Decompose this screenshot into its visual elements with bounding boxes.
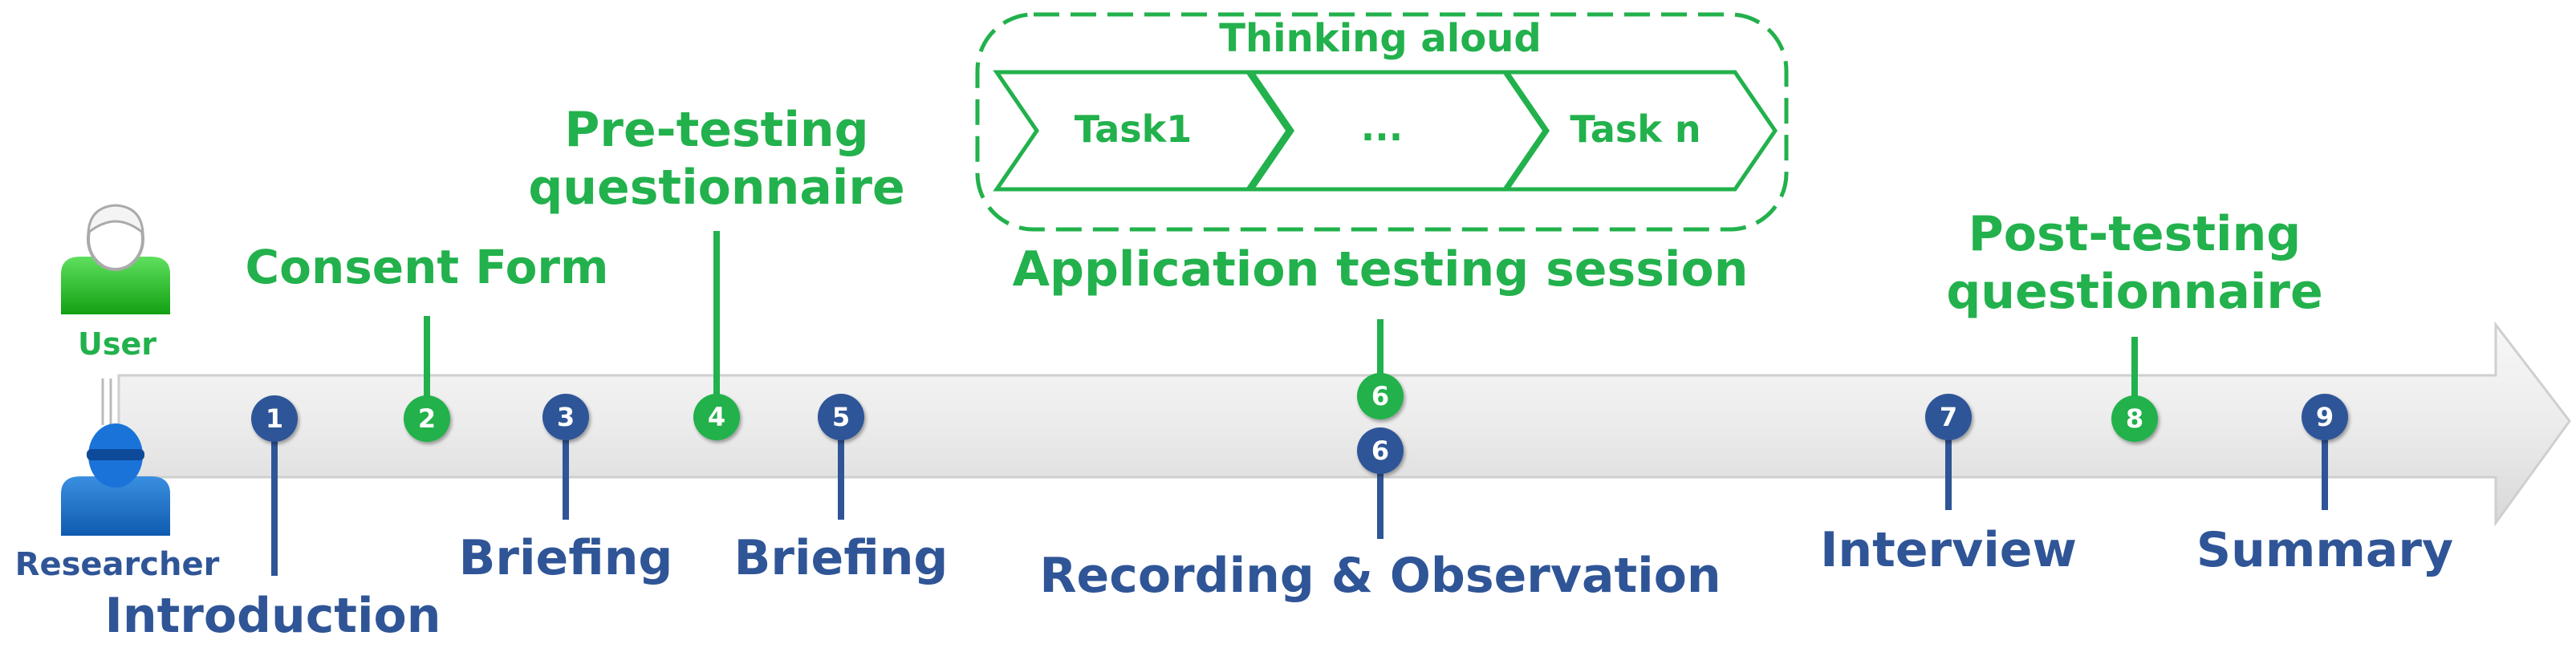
step-marker <box>542 394 589 440</box>
step-marker <box>693 394 740 440</box>
thinking-aloud-frame <box>975 12 1789 232</box>
user-label: User <box>78 326 156 362</box>
timeline-arrow <box>117 321 2571 527</box>
step-label-consent-form: Consent Form <box>245 240 609 294</box>
step-markers: 1 2 3 4 5 6 6 7 8 9 <box>251 231 2348 576</box>
step-number: 9 <box>2316 402 2334 432</box>
step-number: 7 <box>1940 402 1957 432</box>
step-marker <box>2111 395 2158 442</box>
step-number: 2 <box>418 403 436 434</box>
step-label-recording-observation: Recording & Observation <box>1039 548 1721 604</box>
step-label-pre-testing-questionnaire: Pre-testing questionnaire <box>528 102 905 216</box>
task-label: Task1 <box>1074 107 1193 151</box>
user-icon <box>61 204 170 314</box>
step-number: 1 <box>266 403 283 434</box>
thinking-aloud-title: Thinking aloud <box>1219 16 1542 61</box>
step-marker <box>1357 427 1404 474</box>
step-number: 5 <box>832 402 850 432</box>
step-number: 4 <box>708 402 725 432</box>
step-label-briefing: Briefing <box>458 530 673 586</box>
step-marker <box>1925 394 1972 440</box>
step-label-application-testing-session: Application testing session <box>1012 241 1749 298</box>
step-label-briefing: Briefing <box>733 530 949 586</box>
step-number: 6 <box>1371 381 1389 411</box>
step-label-post-testing-questionnaire: Post-testing questionnaire <box>1946 206 2323 320</box>
researcher-label: Researcher <box>14 546 220 583</box>
step-marker <box>251 395 298 442</box>
step-marker <box>404 395 450 442</box>
task-chevron <box>1503 70 1778 192</box>
step-marker <box>818 394 864 440</box>
step-number: 6 <box>1371 435 1389 466</box>
task-label: ... <box>1360 106 1404 149</box>
step-marker <box>2302 394 2348 440</box>
step-number: 8 <box>2126 403 2143 434</box>
step-number: 3 <box>557 402 575 432</box>
task-chevron <box>993 70 1291 192</box>
step-label-interview: Interview <box>1820 522 2077 578</box>
task-label: Task n <box>1570 107 1701 151</box>
step-marker <box>1357 373 1404 419</box>
step-label-introduction: Introduction <box>104 588 441 644</box>
researcher-icon <box>61 423 170 536</box>
step-label-summary: Summary <box>2196 522 2454 578</box>
